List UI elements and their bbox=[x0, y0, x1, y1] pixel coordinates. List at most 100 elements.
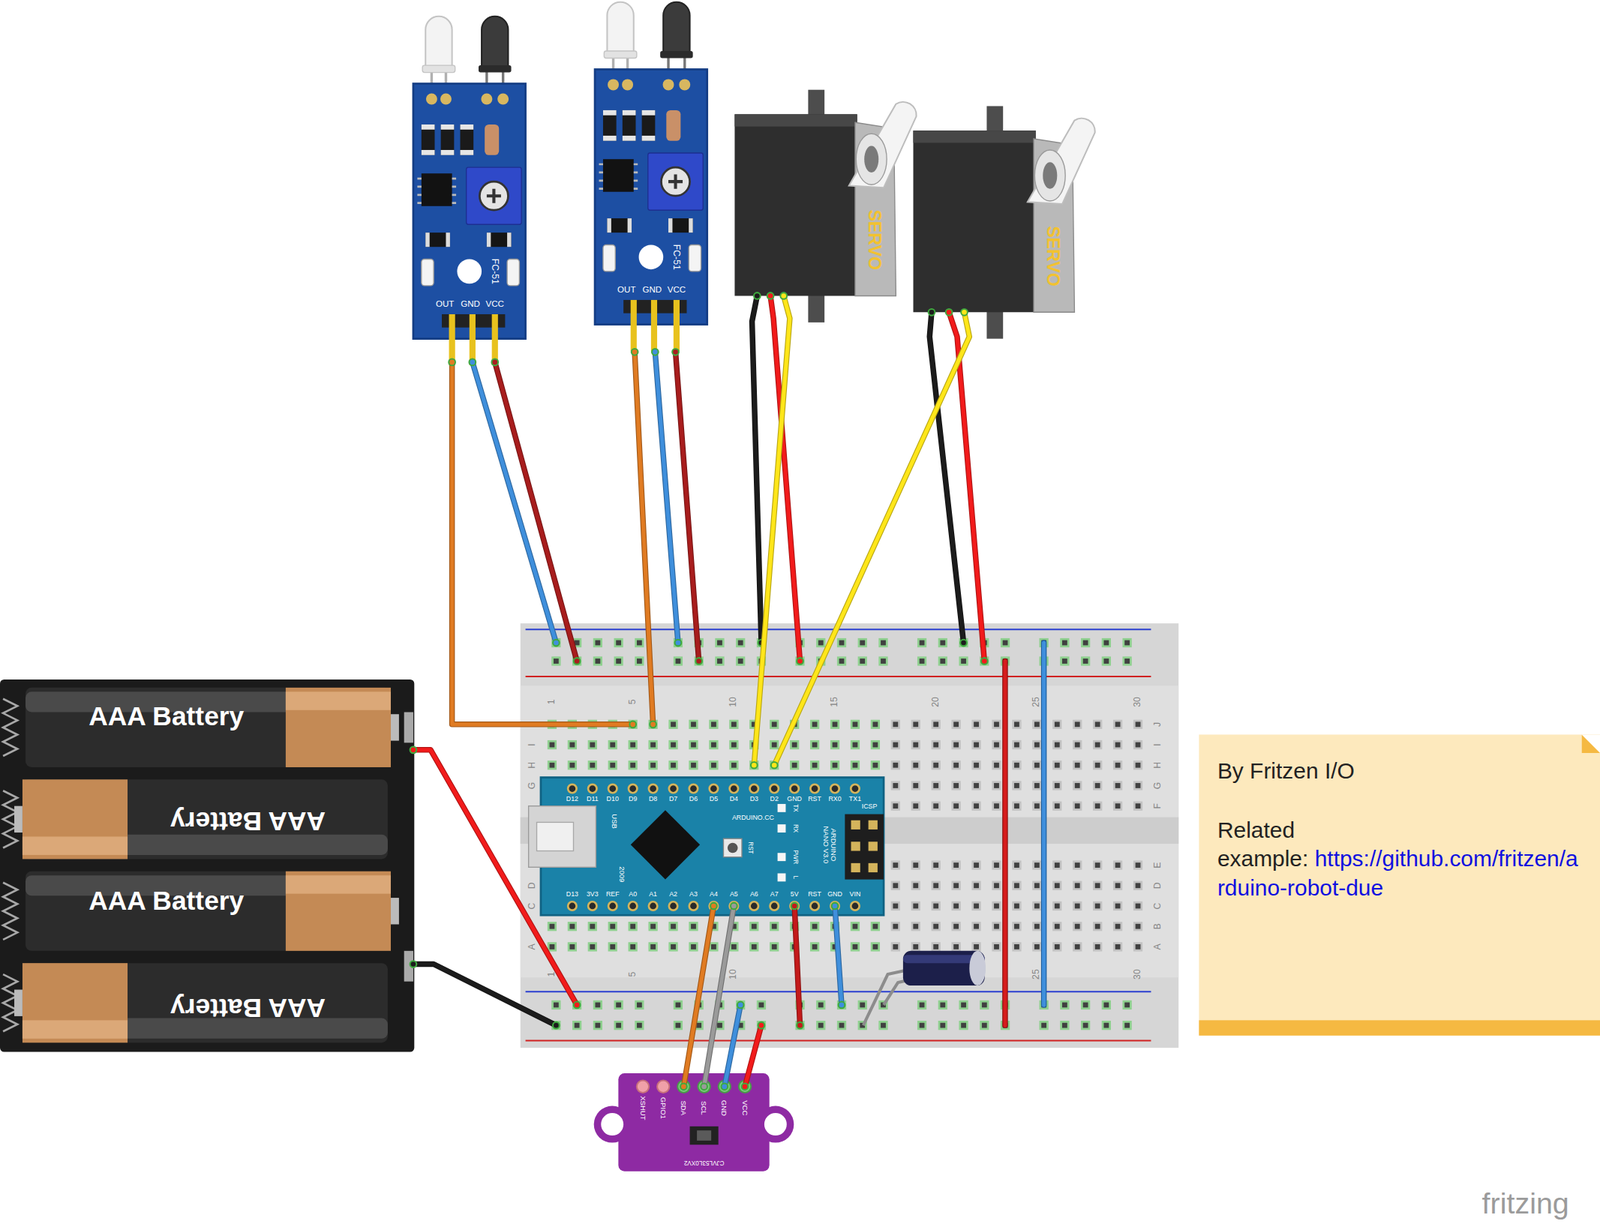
breadboard-hole bbox=[880, 640, 886, 646]
breadboard-hole bbox=[1095, 742, 1101, 748]
header-pin bbox=[648, 784, 658, 793]
wire-core bbox=[634, 351, 653, 725]
breadboard-hole bbox=[1113, 760, 1123, 770]
breadboard-hole bbox=[917, 1020, 927, 1030]
breadboard-hole bbox=[931, 740, 941, 750]
breadboard-hole bbox=[1032, 720, 1042, 730]
header-pin bbox=[689, 784, 698, 793]
breadboard-hole bbox=[1032, 942, 1042, 952]
breadboard-hole bbox=[1054, 862, 1060, 868]
grid-label: 10 bbox=[729, 969, 739, 980]
battery-holder bbox=[285, 875, 391, 894]
breadboard-hole bbox=[870, 740, 880, 750]
breadboard-hole bbox=[892, 762, 898, 769]
breadboard-hole bbox=[1103, 1002, 1109, 1009]
breadboard-hole bbox=[1135, 944, 1141, 950]
breadboard-hole bbox=[892, 783, 898, 789]
breadboard-hole bbox=[951, 942, 961, 952]
breadboard-hole bbox=[1122, 638, 1132, 648]
breadboard-hole bbox=[993, 944, 1000, 950]
tof-sensor-board bbox=[657, 1080, 670, 1093]
breadboard-hole bbox=[569, 924, 575, 930]
breadboard-hole bbox=[981, 1002, 988, 1009]
breadboard-hole bbox=[771, 924, 778, 930]
breadboard-hole bbox=[1115, 882, 1121, 889]
pin-label: RST bbox=[747, 841, 754, 854]
breadboard-hole bbox=[993, 924, 1000, 930]
breadboard-hole bbox=[1038, 1020, 1048, 1030]
breadboard-hole bbox=[939, 1023, 946, 1029]
breadboard-hole bbox=[648, 921, 658, 931]
breadboard-hole bbox=[567, 740, 577, 750]
breadboard-hole bbox=[850, 740, 860, 750]
breadboard-hole bbox=[1133, 780, 1143, 790]
breadboard-hole bbox=[614, 1000, 624, 1010]
breadboard-hole bbox=[589, 762, 595, 769]
breadboard-hole bbox=[675, 658, 682, 664]
wire-end bbox=[629, 720, 637, 728]
header-pin bbox=[789, 901, 799, 910]
grid-label: D bbox=[1153, 882, 1163, 889]
breadboard-hole bbox=[810, 720, 820, 730]
header-pin bbox=[608, 784, 617, 793]
battery-label: AAA Battery bbox=[170, 807, 326, 835]
wire-outline bbox=[794, 906, 800, 1026]
pin-label: ICSP bbox=[861, 804, 878, 811]
wire bbox=[945, 309, 988, 665]
grid-label: 5 bbox=[628, 972, 638, 978]
wire-end bbox=[720, 1083, 728, 1090]
breadboard-hole bbox=[1072, 860, 1082, 870]
wire-end bbox=[767, 292, 775, 300]
breadboard-hole bbox=[1092, 881, 1102, 891]
breadboard-hole bbox=[872, 924, 878, 930]
breadboard-hole bbox=[589, 944, 595, 950]
wire-outline bbox=[413, 964, 556, 1027]
wire-end bbox=[791, 903, 799, 910]
pin-label: 2009 bbox=[618, 866, 627, 883]
capacitor bbox=[863, 951, 986, 1026]
breadboard-hole bbox=[1103, 640, 1109, 646]
breadboard-hole bbox=[973, 783, 979, 789]
wire-end bbox=[758, 1022, 766, 1030]
header-pin bbox=[628, 784, 637, 793]
breadboard-hole bbox=[1011, 942, 1021, 952]
breadboard-hole bbox=[991, 760, 1001, 770]
breadboard-hole bbox=[1103, 658, 1109, 664]
pin-label: RST bbox=[807, 891, 822, 899]
breadboard-hole bbox=[628, 760, 638, 770]
breadboard-hole bbox=[973, 903, 979, 910]
wire-end bbox=[771, 762, 778, 769]
header-pin bbox=[648, 901, 658, 910]
breadboard-hole bbox=[1092, 760, 1102, 770]
breadboard-hole bbox=[812, 721, 818, 727]
breadboard-hole bbox=[688, 901, 698, 911]
breadboard-hole bbox=[670, 924, 676, 930]
breadboard-hole bbox=[971, 921, 981, 931]
breadboard-hole bbox=[1113, 780, 1123, 790]
breadboard-hole bbox=[593, 656, 603, 666]
breadboard-hole bbox=[931, 720, 941, 730]
grid-label: C bbox=[528, 903, 538, 910]
breadboard-hole bbox=[938, 638, 948, 648]
breadboard-hole bbox=[1052, 860, 1062, 870]
pin-label: SCL bbox=[700, 1101, 709, 1116]
breadboard-hole bbox=[1122, 1000, 1132, 1010]
breadboard-hole bbox=[912, 783, 919, 789]
pin-label: A5 bbox=[729, 891, 739, 899]
breadboard-hole bbox=[852, 944, 859, 950]
breadboard-hole bbox=[1072, 760, 1082, 770]
battery-holder bbox=[25, 687, 391, 768]
pin-label: OUT bbox=[617, 285, 636, 295]
breadboard-hole bbox=[933, 862, 939, 868]
breadboard-hole bbox=[938, 1000, 948, 1010]
grid-label: 1 bbox=[547, 972, 557, 978]
pin-label: D7 bbox=[669, 795, 678, 803]
breadboard-hole bbox=[792, 762, 798, 769]
breadboard-hole bbox=[931, 881, 941, 891]
breadboard-hole bbox=[1000, 638, 1010, 648]
grid-label: 5 bbox=[628, 699, 638, 705]
breadboard-hole bbox=[1103, 1023, 1109, 1029]
wire-outline bbox=[752, 295, 762, 643]
wire-end bbox=[410, 746, 418, 754]
